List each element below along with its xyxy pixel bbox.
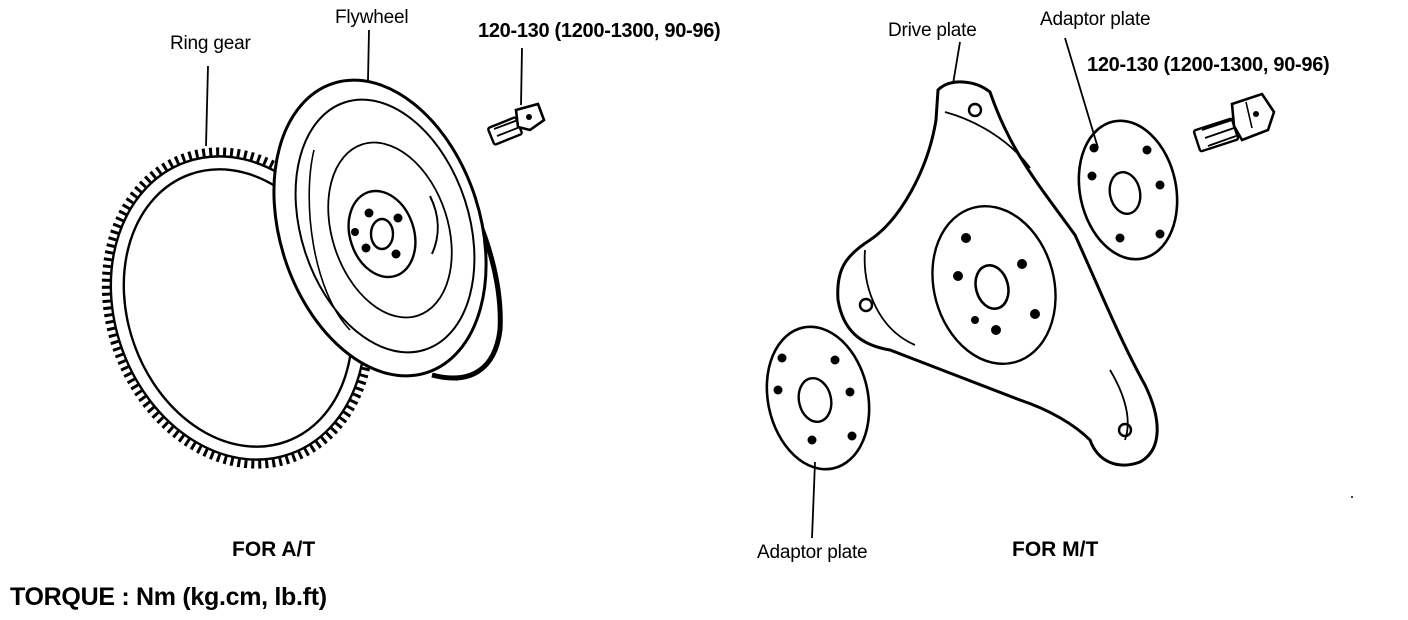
ring-gear-label: Ring gear xyxy=(170,33,251,54)
bolt-icon xyxy=(487,102,546,146)
leader-lines xyxy=(205,29,1099,539)
torque-units-legend: TORQUE : Nm (kg.cm, lb.ft) xyxy=(10,583,327,611)
mt-bolt-torque-spec: 120-130 (1200-1300, 90-96) xyxy=(1087,54,1330,76)
caption-for-mt: FOR M/T xyxy=(1012,538,1099,561)
adaptor-plate-label-top: Adaptor plate xyxy=(1040,9,1151,30)
at-bolt-torque-spec: 120-130 (1200-1300, 90-96) xyxy=(478,20,721,42)
drive-plate-icon xyxy=(836,80,1159,467)
drive-plate-label: Drive plate xyxy=(888,20,977,41)
caption-for-at: FOR A/T xyxy=(232,538,316,561)
flywheel-label: Flywheel xyxy=(335,7,409,28)
adaptor-plate-label-bottom: Adaptor plate xyxy=(757,542,868,563)
adaptor-plate-icon xyxy=(1077,119,1179,261)
scan-speck xyxy=(1351,496,1353,498)
flywheel-icon xyxy=(272,78,503,381)
bolt-icon xyxy=(1192,92,1276,153)
adaptor-plate-icon xyxy=(765,325,871,471)
